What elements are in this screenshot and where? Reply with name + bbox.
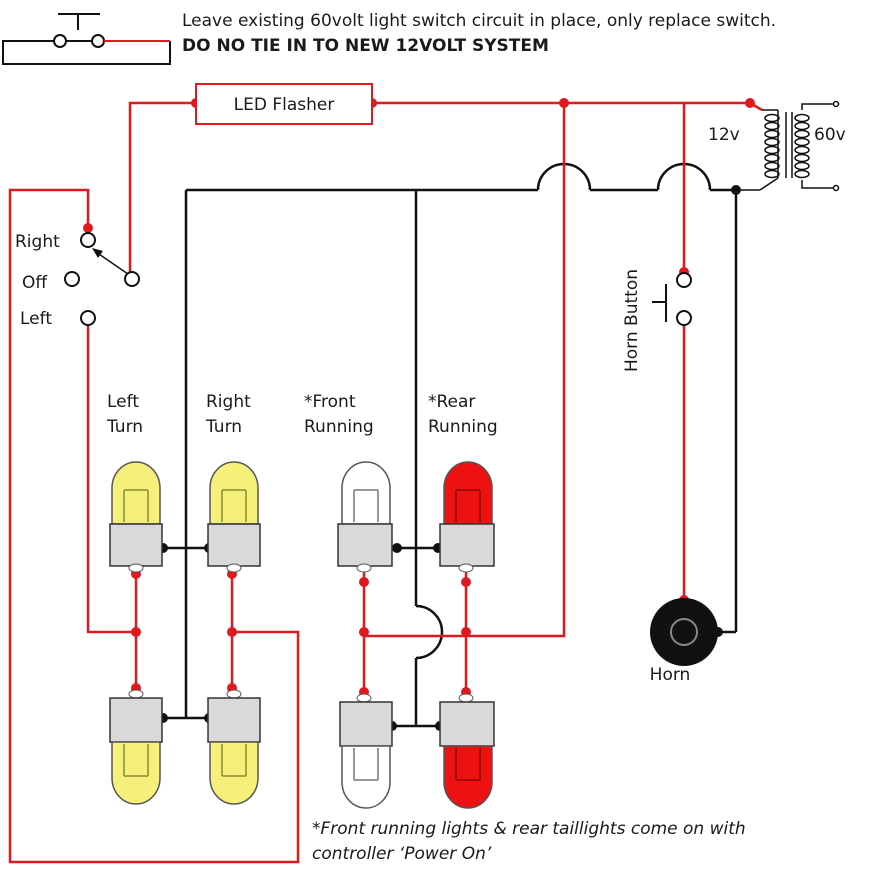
black-wires [163,162,738,728]
left-turn-label-1: Left [107,392,139,412]
horn-button-label: Horn Button [622,269,642,372]
rear-running-label-2: Running [428,417,498,437]
bulb-right-turn-rear [207,689,261,805]
front-running-label-2: Running [304,417,374,437]
bulb-right-turn-front [207,461,261,573]
header-line-1: Leave existing 60volt light switch circu… [182,11,776,31]
switch-right-label: Right [15,232,60,252]
right-turn-label-1: Right [206,392,251,412]
right-turn-label-2: Turn [205,417,242,437]
front-running-label-1: *Front [304,392,356,412]
transformer-secondary-label: 60v [814,125,846,145]
switch-arrow-icon [92,248,103,258]
transformer [736,100,840,192]
horn-icon [650,598,718,666]
switch-off-contact [64,271,80,287]
bulb-left-turn-front [109,461,163,573]
switch-common-contact [124,271,140,287]
transformer-primary-label: 12v [708,125,740,145]
bulb-front-running-left [337,461,393,573]
footnote-line-1: *Front running lights & rear taillights … [312,819,746,839]
rear-running-label-1: *Rear [428,392,475,412]
switch-right-contact [80,232,96,248]
turn-switch [64,232,140,326]
led-flasher: LED Flasher [195,83,373,125]
left-turn-label-2: Turn [106,417,143,437]
led-flasher-label: LED Flasher [234,95,335,115]
switch-left-label: Left [20,309,52,329]
bulb-left-turn-rear [109,689,163,805]
switch-off-label: Off [22,273,48,293]
bulb-rear-running-left [439,461,495,573]
bulb-rear-running-right [439,693,495,809]
header-line-2: DO NO TIE IN TO NEW 12VOLT SYSTEM [182,36,549,56]
horn-label: Horn [650,665,691,685]
legacy-switch-symbol [2,13,171,65]
horn-button [652,272,692,326]
bulb-front-running-right [339,693,393,809]
footnote-line-2: controller ‘Power On’ [312,844,492,864]
switch-left-contact [80,310,96,326]
